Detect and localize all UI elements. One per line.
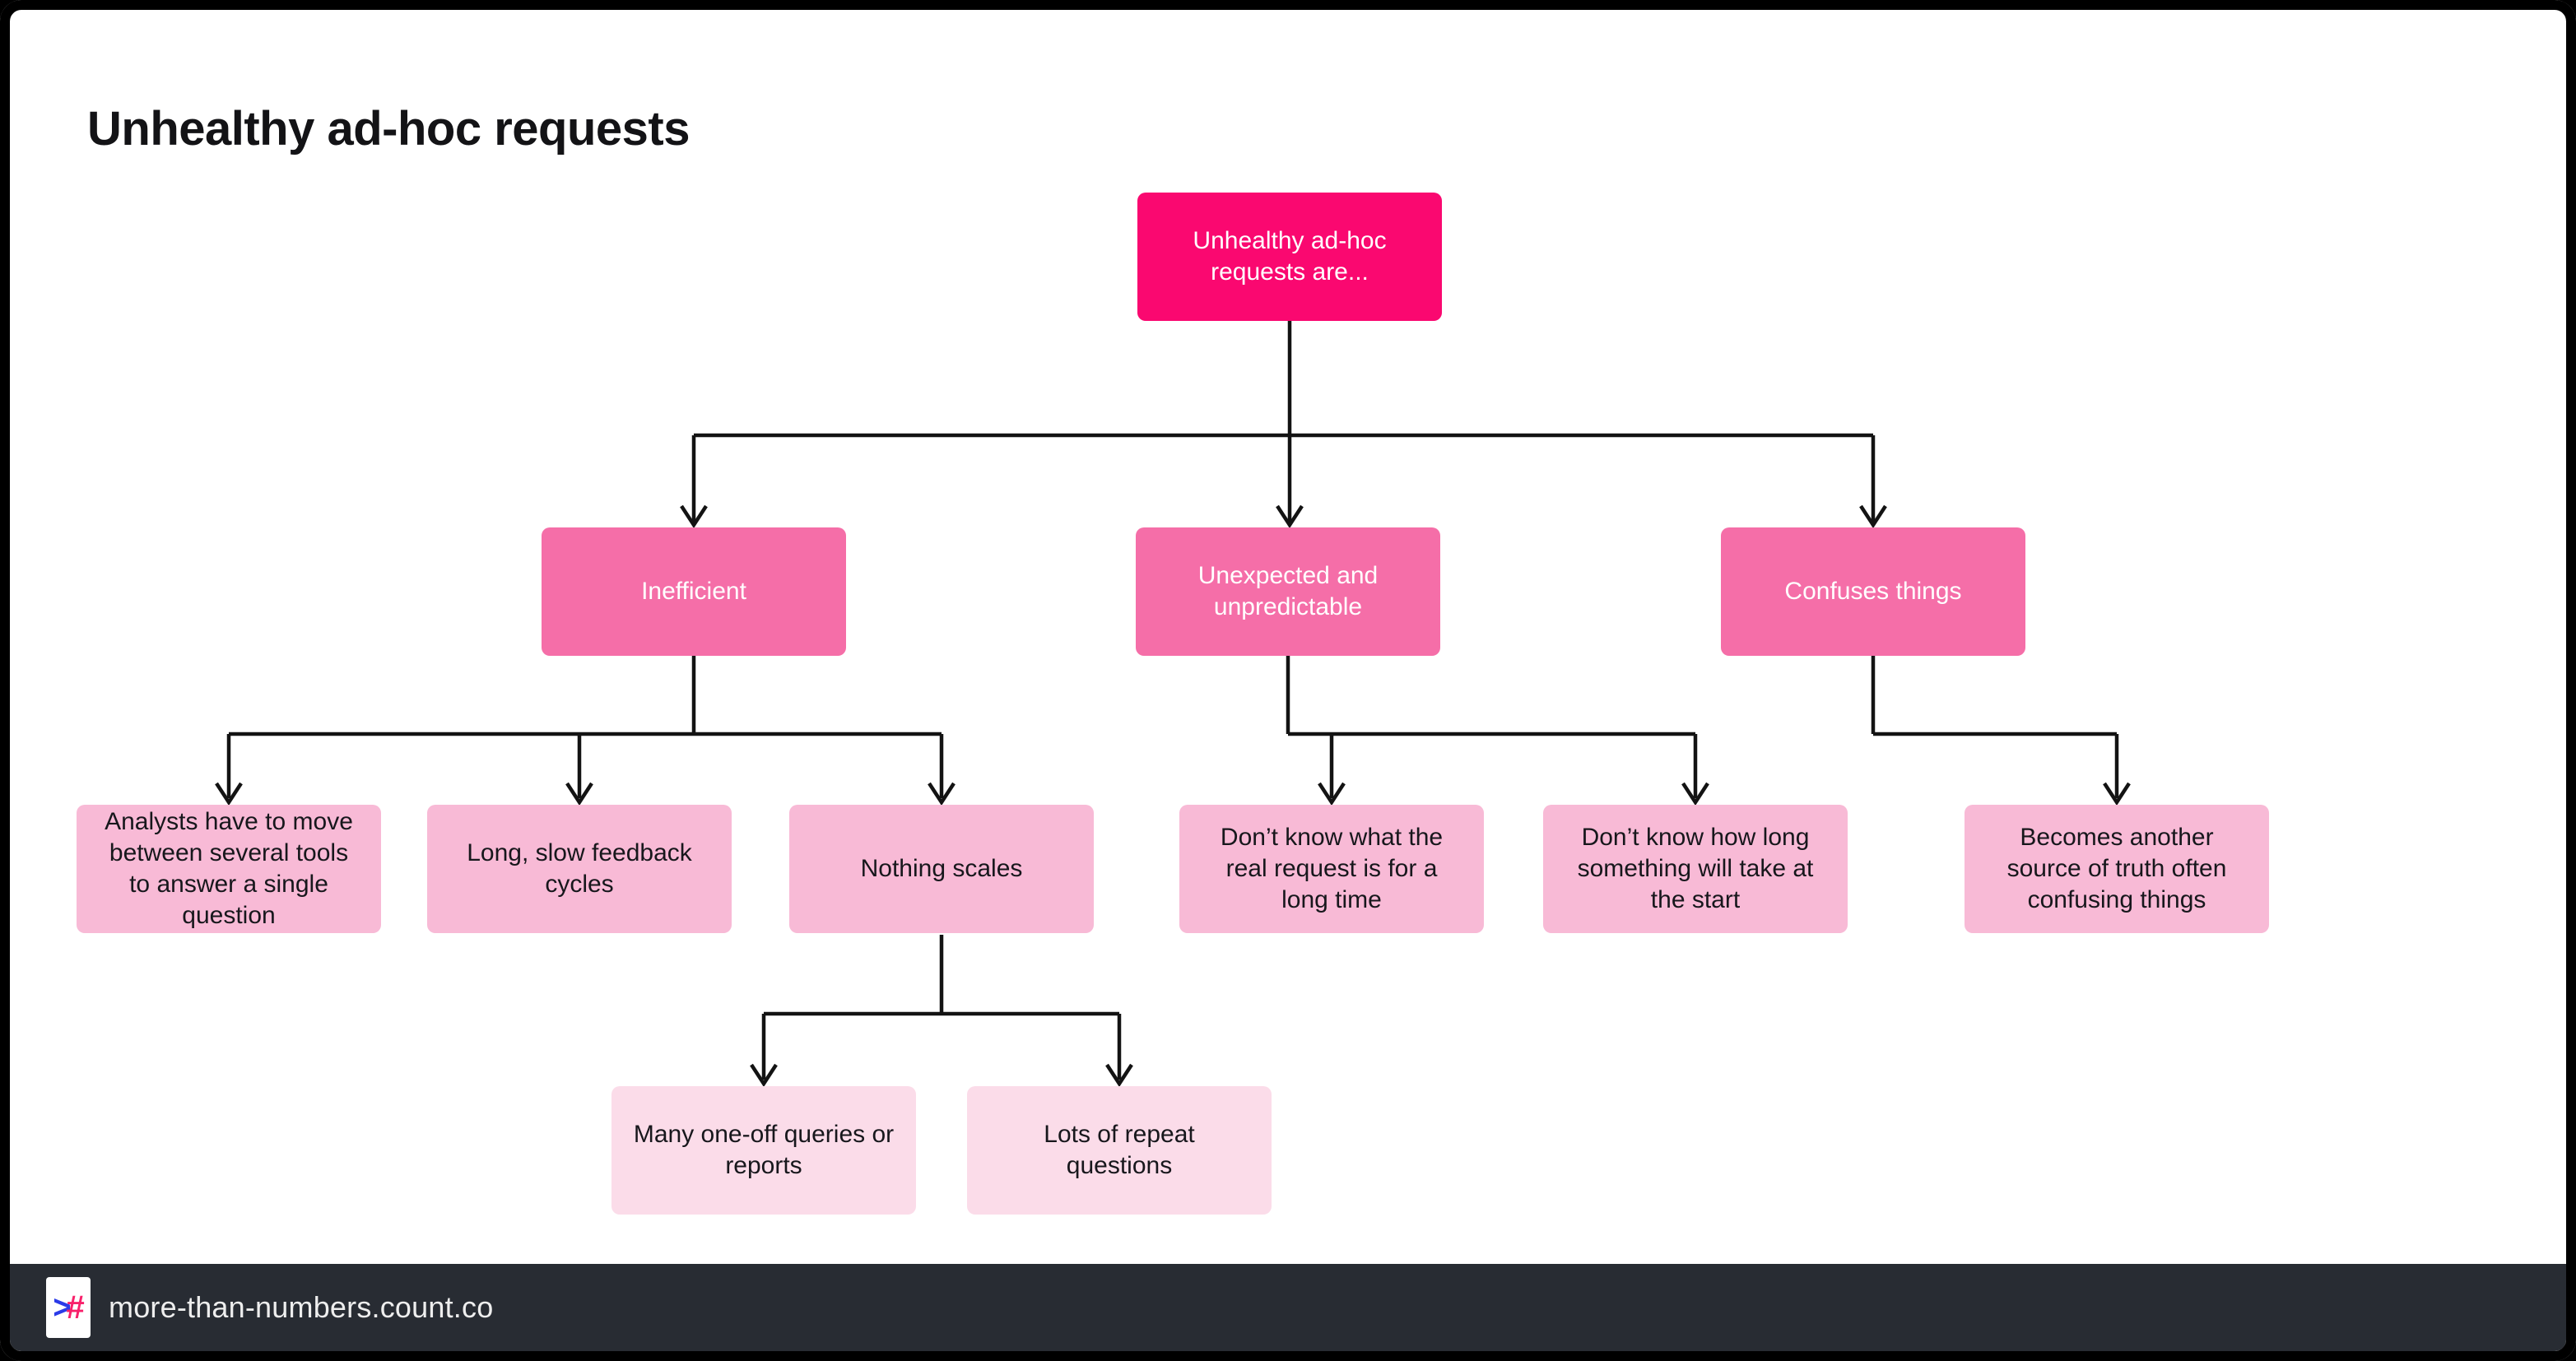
node-repeat-questions[interactable]: Lots of repeat questions	[967, 1086, 1272, 1215]
footer-url: more-than-numbers.count.co	[109, 1290, 494, 1324]
node-real-request-unknown[interactable]: Don’t know what the real request is for …	[1179, 805, 1484, 933]
node-analysts-move-tools[interactable]: Analysts have to move between several to…	[77, 805, 381, 933]
node-root-unhealthy-requests[interactable]: Unhealthy ad-hoc requests are...	[1137, 193, 1442, 321]
node-slow-feedback-cycles[interactable]: Long, slow feedback cycles	[427, 805, 732, 933]
logo-chevron-icon: >	[53, 1289, 72, 1326]
node-oneoff-queries[interactable]: Many one-off queries or reports	[611, 1086, 916, 1215]
node-how-long-unknown[interactable]: Don’t know how long something will take …	[1543, 805, 1848, 933]
page-title: Unhealthy ad-hoc requests	[87, 101, 690, 156]
node-nothing-scales[interactable]: Nothing scales	[789, 805, 1094, 933]
node-another-source-of-truth[interactable]: Becomes another source of truth often co…	[1965, 805, 2269, 933]
node-confuses-things[interactable]: Confuses things	[1721, 527, 2025, 656]
footer-bar: > # more-than-numbers.count.co	[10, 1264, 2566, 1351]
node-inefficient[interactable]: Inefficient	[542, 527, 846, 656]
logo-hash-icon: #	[66, 1289, 85, 1326]
count-logo: > #	[46, 1277, 91, 1338]
node-unexpected-unpredictable[interactable]: Unexpected and unpredictable	[1136, 527, 1440, 656]
